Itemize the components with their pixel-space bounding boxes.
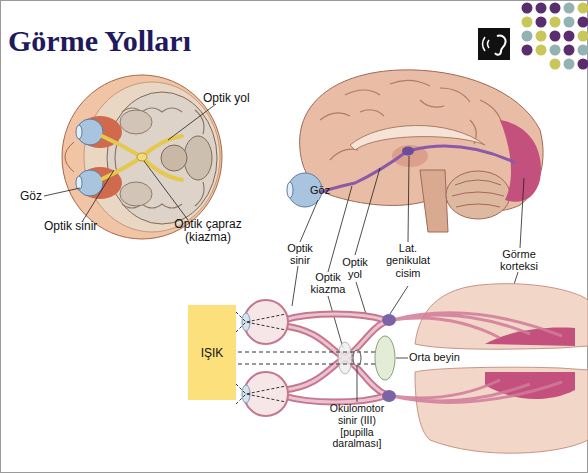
optic-radiation: [392, 313, 562, 403]
eye: [244, 372, 288, 416]
part-label: Optik sinir: [283, 242, 317, 267]
dot: [536, 31, 547, 42]
dot: [578, 31, 588, 42]
cerebellum: [446, 171, 510, 219]
dot: [522, 3, 533, 14]
dot: [578, 59, 588, 70]
part-label: Optik kiazma: [305, 271, 351, 296]
lateral-geniculate: [402, 147, 414, 156]
skull: [84, 82, 220, 232]
lateral-geniculate: [382, 390, 396, 402]
optic-chiasm: [338, 342, 352, 374]
dot: [578, 17, 588, 28]
midbrain: [375, 336, 395, 380]
dot: [550, 31, 561, 42]
part-label: Optik sinir: [44, 220, 97, 233]
light-source-box: IŞIK: [188, 305, 236, 400]
part-label: Optik yol: [203, 92, 250, 105]
lateral-geniculate: [382, 314, 396, 326]
dot: [550, 59, 561, 70]
dot: [550, 17, 561, 28]
part-label: Okülomotor sinir (III) [pupilla daralmas…: [324, 403, 390, 450]
temporal-lobe: [120, 182, 152, 206]
head-outline: [62, 75, 222, 239]
sound-waves: [483, 37, 490, 51]
dot: [522, 17, 533, 28]
dot: [564, 31, 575, 42]
dot: [564, 45, 575, 56]
node-text: IŞIK: [201, 346, 224, 360]
pupil-reflex-path: [238, 352, 376, 364]
optic-nerve-core: [284, 314, 385, 402]
audio-icon: [478, 28, 510, 60]
light-ray: [236, 312, 286, 404]
dot: [536, 45, 547, 56]
visual-cortex: [500, 120, 541, 202]
part-label: Lat. genikulat cisim: [380, 242, 436, 279]
part-label: Görme korteksi: [493, 248, 545, 273]
cerebellum-folia: [452, 180, 504, 207]
leader-line: [44, 104, 216, 222]
dot: [550, 3, 561, 14]
dot: [522, 31, 533, 42]
brainstem: [420, 170, 448, 232]
dot-grid: [522, 3, 588, 70]
optic-pathway: [321, 146, 514, 192]
eye: [77, 119, 103, 145]
lens: [287, 182, 293, 198]
icon-square: [478, 28, 510, 60]
dot: [578, 3, 588, 14]
dot: [564, 3, 575, 14]
brain: [107, 92, 217, 224]
cerebellum: [184, 136, 212, 180]
part-label: Göz: [310, 184, 330, 196]
optic-nerve: [102, 136, 182, 180]
part-label: Orta beyin: [409, 351, 460, 363]
dot: [564, 17, 575, 28]
brainstem: [161, 145, 187, 171]
ear-shape: [495, 36, 506, 55]
dot: [522, 45, 533, 56]
eye: [77, 170, 103, 196]
dot: [536, 3, 547, 14]
optic-nerve: [284, 314, 385, 402]
part-label: Optik çapraz (kiazma): [166, 218, 250, 245]
hemisphere: [415, 284, 588, 350]
leader-line: [357, 358, 408, 402]
lens: [76, 125, 82, 139]
dot: [564, 59, 575, 70]
eye: [244, 300, 288, 344]
nose: [65, 142, 74, 172]
optic-chiasm: [137, 153, 147, 161]
part-label: Optik yol: [340, 256, 370, 281]
visual-pathway-schematic: [236, 284, 588, 454]
temporal-lobe: [120, 110, 152, 134]
dot: [536, 17, 547, 28]
lens: [242, 385, 250, 403]
part-label: Göz: [20, 190, 42, 203]
lens: [242, 313, 250, 331]
axial-brain-section: [44, 75, 222, 239]
hemisphere: [415, 367, 588, 453]
dot: [550, 45, 561, 56]
slide-title: Görme Yolları: [8, 24, 191, 58]
dot: [578, 45, 588, 56]
